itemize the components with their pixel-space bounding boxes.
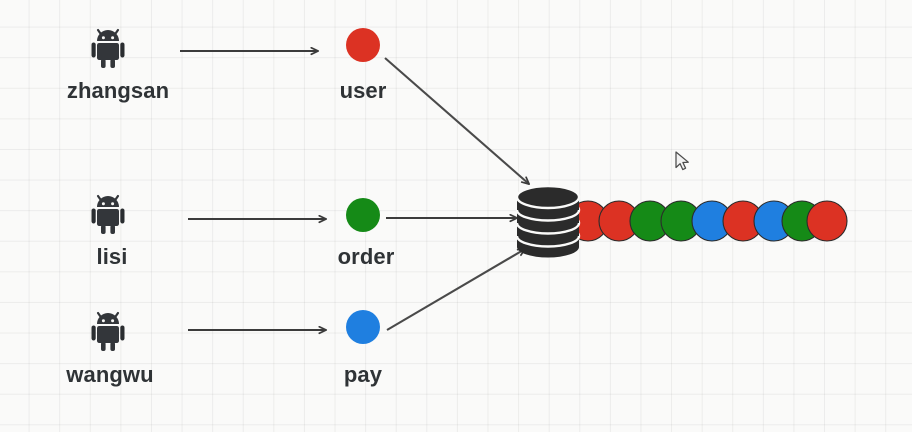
topic-arrow-group xyxy=(384,57,529,331)
topic-label-pay: pay xyxy=(343,362,383,387)
queue-message-8[interactable] xyxy=(806,200,848,242)
database-cylinder[interactable] xyxy=(515,184,581,258)
mouse-cursor xyxy=(675,151,689,171)
android-robot-icon-zhangsan xyxy=(91,28,125,68)
topic-order-circle[interactable] xyxy=(346,198,380,232)
client-label-lisi: lisi xyxy=(96,244,128,269)
client-label-zhangsan: zhangsan xyxy=(66,78,170,103)
topic-user-circle[interactable] xyxy=(346,28,380,62)
arrow-pay-to-database xyxy=(386,249,525,331)
client-arrow-group xyxy=(180,51,326,330)
message-queue xyxy=(567,200,848,242)
android-robot-icon-wangwu xyxy=(91,311,125,351)
topic-label-order: order xyxy=(337,244,395,269)
client-label-wangwu: wangwu xyxy=(66,362,154,387)
topic-pay-circle[interactable] xyxy=(346,310,380,344)
android-robot-icon-lisi xyxy=(91,194,125,234)
arrow-user-to-database xyxy=(384,57,529,184)
topic-label-user: user xyxy=(339,78,387,103)
